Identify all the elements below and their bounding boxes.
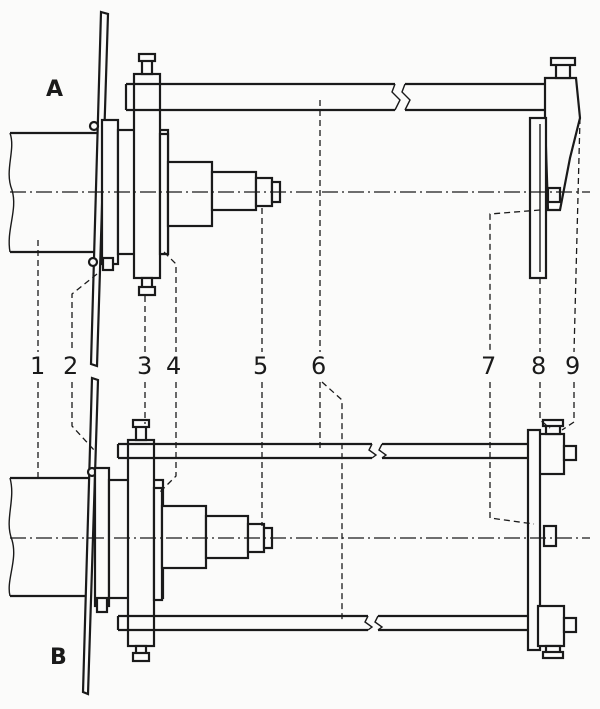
contact-pin-b (542, 524, 558, 548)
plate-a (89, 10, 110, 368)
indicator-blade-a (528, 116, 548, 280)
spindle-a-step2 (210, 170, 258, 212)
rod-b-lower (116, 614, 368, 632)
plate-b (81, 376, 100, 696)
end-block-b-upper-nut (562, 444, 578, 462)
clamp-a-knob-bottom (137, 285, 157, 297)
part-number-1: 1 (30, 352, 45, 380)
leader-2 (71, 273, 98, 451)
spindle-b-step2 (204, 514, 250, 560)
arm-a-right (405, 82, 548, 112)
shaft-a (10, 131, 100, 254)
leader-8 (539, 278, 551, 429)
rod-b-lower-break (364, 615, 384, 631)
shaft-b (10, 476, 92, 598)
plate-a-bolt-top (88, 120, 100, 132)
view-label-a: A (46, 77, 63, 102)
view-b-assembly (8, 376, 578, 696)
clamp-a-knob-top (137, 52, 157, 63)
part-number-5: 5 (253, 352, 268, 380)
end-block-a-knob (549, 56, 577, 67)
indicator-blade-b (526, 428, 542, 652)
clamp-b-knob-bottom (131, 651, 151, 663)
rod-b-upper (116, 442, 372, 460)
part-number-7: 7 (481, 352, 496, 380)
rod-b-lower-right (378, 614, 545, 632)
leader-6 (319, 100, 343, 620)
leader-9 (561, 117, 581, 431)
arm-a-break (391, 83, 411, 111)
arm-a (126, 82, 395, 112)
contact-pin-a (546, 186, 562, 204)
shaft-b-break (8, 477, 15, 597)
spindle-a-step1 (166, 160, 214, 228)
part-number-9: 9 (565, 352, 580, 380)
part-number-3: 3 (137, 352, 152, 380)
plate-a-bolt-bottom (87, 256, 99, 268)
end-block-b-upper (536, 432, 566, 476)
view-a-assembly (8, 10, 582, 368)
view-label-b: B (50, 645, 67, 670)
part-number-4: 4 (166, 352, 181, 380)
leader-lines (37, 100, 581, 620)
clamp-block-a (132, 72, 162, 280)
spindle-b-step1 (160, 504, 208, 570)
clamp-side-a (158, 132, 170, 256)
flange-a-foot (101, 256, 115, 272)
clamp-side-b (152, 486, 164, 602)
clamp-b-knob-top (131, 418, 151, 429)
leader-4 (157, 251, 177, 495)
end-block-b-lower-nut (562, 616, 578, 634)
rod-b-upper-break (368, 443, 388, 459)
flange-b-foot (95, 596, 109, 614)
rod-b-upper-right (382, 442, 545, 460)
flange-b (93, 466, 111, 608)
end-block-b-lower-knob (541, 650, 565, 660)
shaft-a-break (8, 132, 15, 253)
clamp-b-screw-top (134, 424, 148, 442)
part-number-8: 8 (531, 352, 546, 380)
part-number-6: 6 (311, 352, 326, 380)
leader-7 (489, 209, 541, 525)
end-block-b-lower (536, 604, 566, 648)
part-number-2: 2 (63, 352, 78, 380)
